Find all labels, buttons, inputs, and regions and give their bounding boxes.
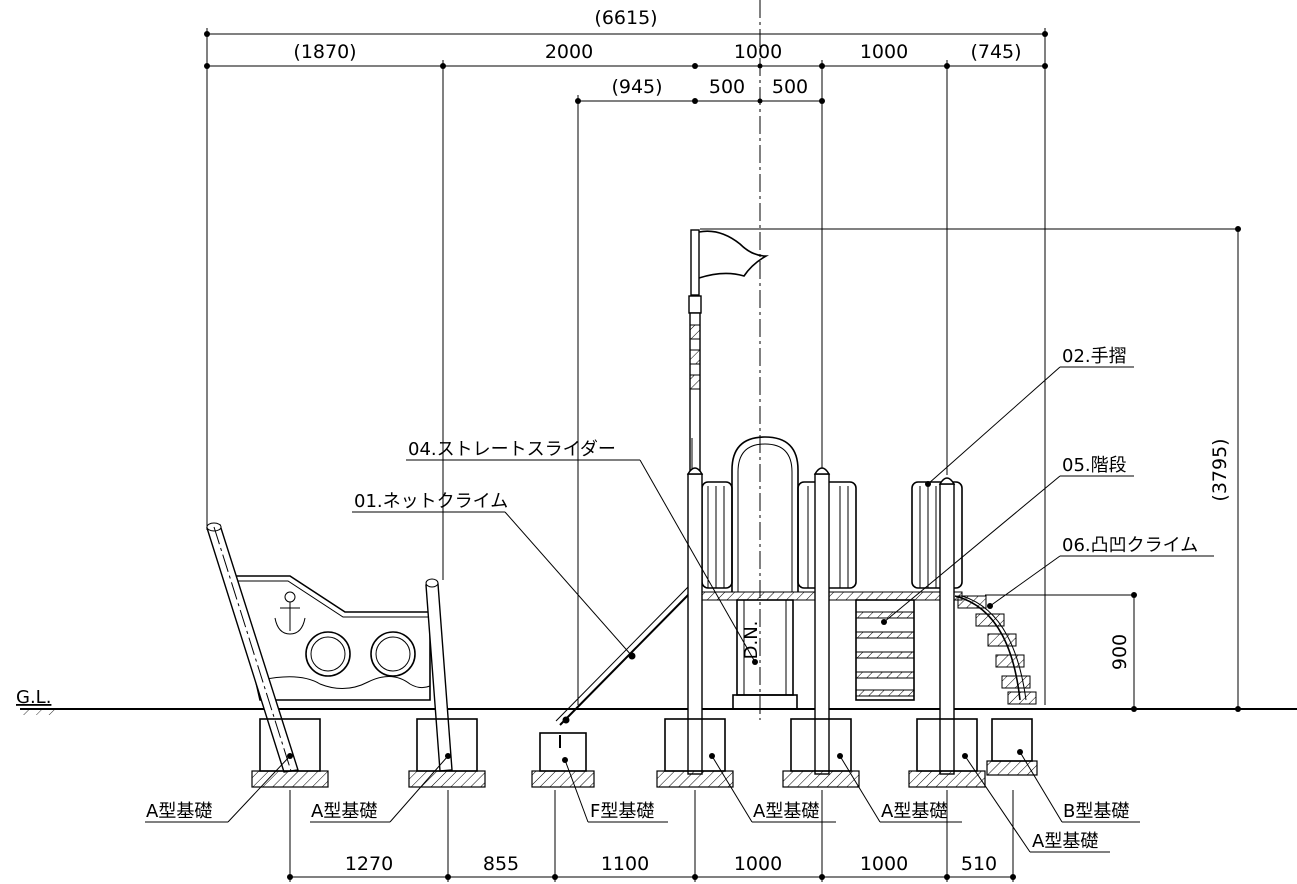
dim-bottom-4: 1000 (734, 853, 782, 875)
foundation-labels: A型基礎 A型基礎 F型基礎 A型基礎 A型基礎 B型基礎 A型基礎 (145, 751, 1140, 853)
label-foundation-a4: A型基礎 (881, 801, 947, 822)
component-labels: 02.手摺 05.階段 06.凸凹クライム 04.ストレートスライダー 01.ネ… (352, 346, 1214, 665)
dim-height-deck: 900 (1109, 634, 1131, 670)
dim-top-3: 1000 (734, 41, 782, 63)
ship-bow (230, 575, 431, 701)
dim-second-2: 500 (709, 76, 745, 98)
net-climb (555, 585, 694, 748)
label-foundation-a3: A型基礎 (753, 801, 819, 822)
dim-bottom-2: 855 (483, 853, 519, 875)
dim-bottom-6: 510 (961, 853, 997, 875)
label-stairs: 05.階段 (1062, 455, 1127, 476)
label-foundation-f: F型基礎 (590, 801, 654, 822)
ground-label: G.L. (16, 687, 51, 708)
flag-icon (698, 230, 770, 279)
dim-height-total: (3795) (1209, 438, 1231, 501)
label-handrail: 02.手摺 (1062, 346, 1127, 367)
label-net-climb: 01.ネットクライム (354, 491, 508, 512)
label-foundation-a5: A型基礎 (1032, 831, 1098, 852)
dim-top-5: (745) (970, 41, 1021, 63)
slide-mark: D.N. (741, 621, 762, 660)
dim-bottom-3: 1100 (601, 853, 649, 875)
dim-second-1: (945) (611, 76, 662, 98)
leaning-post-1 (206, 522, 299, 773)
label-foundation-a1: A型基礎 (146, 801, 212, 822)
anchor-icon (274, 591, 306, 635)
dim-bottom-1: 1270 (345, 853, 393, 875)
flag-mast (688, 229, 770, 474)
dim-top-2: 2000 (545, 41, 593, 63)
dim-overall: (6615) (594, 7, 657, 29)
leaning-post-2 (425, 578, 453, 772)
ground-line: G.L. (16, 687, 1297, 715)
dim-top-4: 1000 (860, 41, 908, 63)
dim-second-3: 500 (772, 76, 808, 98)
right-dimensions: (3795) 900 (700, 226, 1241, 712)
dim-top-1: (1870) (293, 41, 356, 63)
bottom-dimensions: 1270 855 1100 1000 1000 510 (287, 790, 1016, 882)
main-tower: D.N. (686, 436, 1037, 775)
foundations (251, 718, 1038, 788)
label-foundation-a2: A型基礎 (311, 801, 377, 822)
top-dimensions: (6615) (1870) 2000 1000 1000 (745) (945)… (204, 7, 1048, 705)
label-bump-climb: 06.凸凹クライム (1062, 535, 1198, 556)
label-foundation-b: B型基礎 (1063, 801, 1129, 822)
label-slider: 04.ストレートスライダー (408, 439, 616, 460)
dim-bottom-5: 1000 (860, 853, 908, 875)
